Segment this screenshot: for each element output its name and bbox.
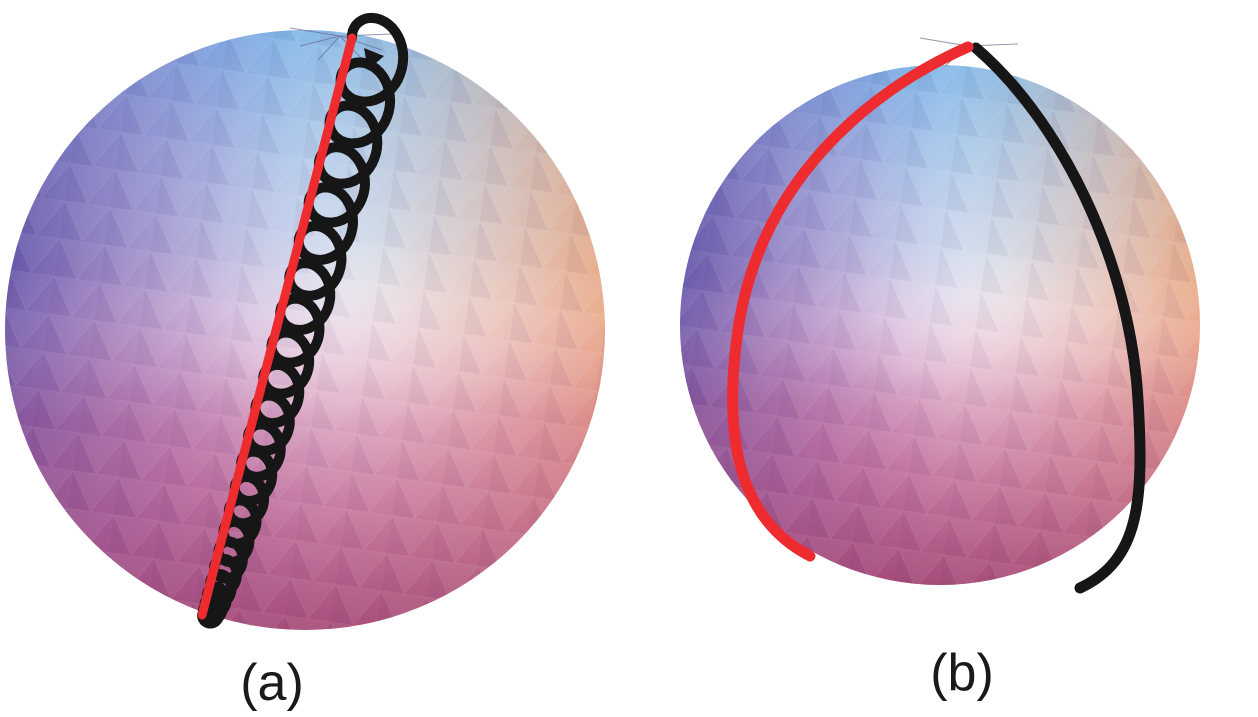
red-trajectory-b bbox=[727, 41, 974, 562]
black-trajectory-b bbox=[970, 42, 1146, 594]
sphere-a bbox=[5, 30, 605, 630]
sphere-b bbox=[680, 65, 1200, 585]
panel-a: (a) bbox=[5, 12, 605, 712]
panel-b: (b) bbox=[680, 37, 1200, 702]
arrowhead-a bbox=[364, 48, 384, 70]
red-straight-trajectory-a bbox=[197, 33, 357, 620]
panel-a-caption: (a) bbox=[240, 654, 304, 712]
panel-b-caption: (b) bbox=[930, 644, 994, 702]
